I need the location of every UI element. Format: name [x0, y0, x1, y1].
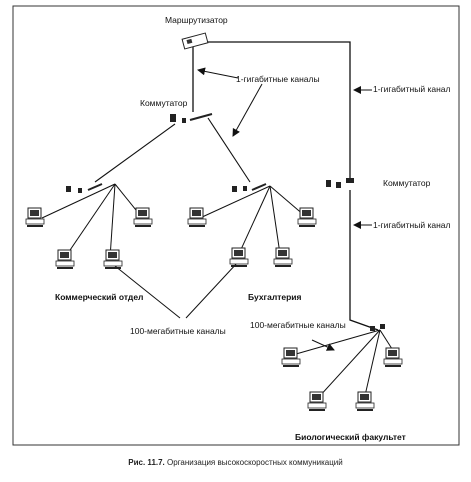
- dept-commercial-label: Коммерческий отдел: [55, 292, 144, 302]
- backbone-links: [192, 41, 379, 331]
- switch-right-label: Коммутатор: [383, 178, 431, 188]
- workstation-icon: [281, 347, 301, 368]
- dept-biology-label: Биологический факультет: [295, 432, 406, 442]
- switch-accounting-icon: [232, 183, 267, 192]
- workstation-icon: [103, 249, 123, 270]
- caption-text: Организация высокоскоростных коммуникаци…: [167, 458, 343, 467]
- caption-number: Рис. 11.7.: [128, 458, 165, 467]
- workstation-icon: [55, 249, 75, 270]
- switch-main-icon: [170, 113, 213, 123]
- workstation-icon: [307, 391, 327, 412]
- workstation-icon: [355, 391, 375, 412]
- workstation-icon: [297, 207, 317, 228]
- gigabit-channels-label: 1-гигабитные каналы: [236, 74, 320, 84]
- workstation-icon: [187, 207, 207, 228]
- figure-caption: Рис. 11.7. Организация высокоскоростных …: [0, 458, 471, 467]
- gigabit-channel-top-label: 1-гигабитный канал: [373, 84, 451, 94]
- switch-biology-icon: [370, 324, 385, 331]
- switch-right-icon: [326, 178, 354, 188]
- mb100-channels-bio-label: 100-мегабитные каналы: [250, 320, 346, 330]
- workstation-icon: [25, 207, 45, 228]
- workstation-icon: [133, 207, 153, 228]
- router-icon: [181, 32, 209, 50]
- switch-main-label: Коммутатор: [140, 98, 188, 108]
- gigabit-channel-mid-label: 1-гигабитный канал: [373, 220, 451, 230]
- workstation-icon: [383, 347, 403, 368]
- workstation-icon: [273, 247, 293, 268]
- workstation-icon: [229, 247, 249, 268]
- dept-accounting-label: Бухгалтерия: [248, 292, 302, 302]
- switch-commercial-icon: [66, 183, 103, 193]
- router-label: Маршрутизатор: [165, 15, 228, 25]
- mb100-channels-center-label: 100-мегабитные каналы: [130, 326, 226, 336]
- figure-frame: [12, 5, 460, 446]
